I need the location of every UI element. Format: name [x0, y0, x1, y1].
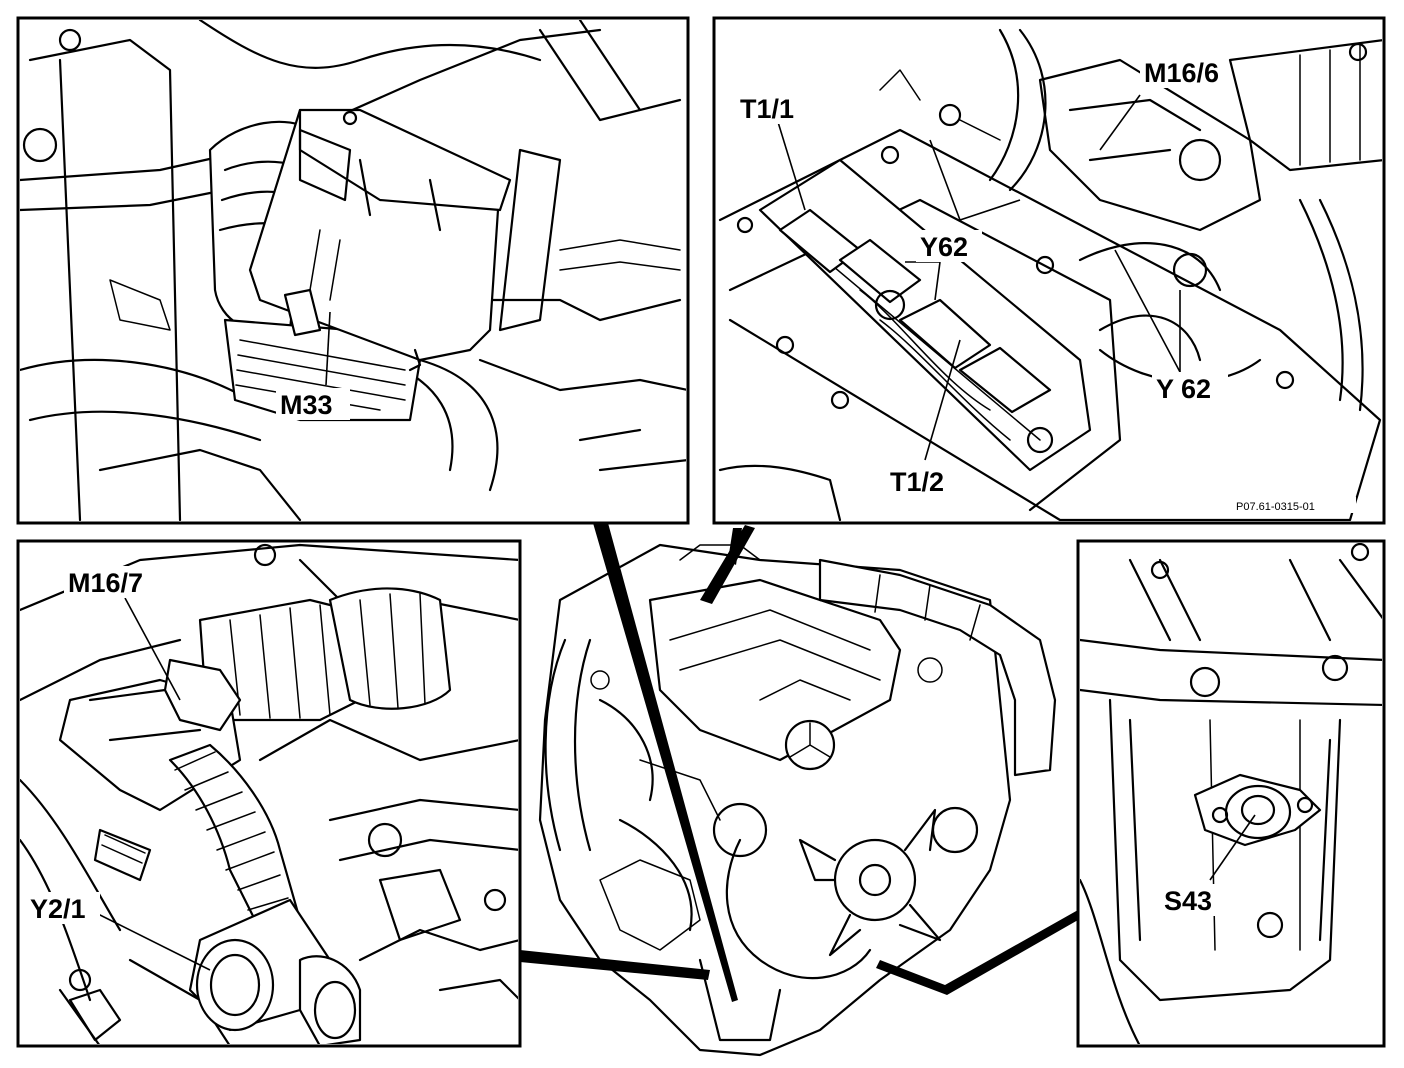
- m16-7-leader-line: [124, 597, 181, 701]
- pointer-to-bottom-left-panel: [520, 950, 710, 980]
- label-m33: M33: [280, 390, 333, 420]
- panel-s43: S43: [1076, 539, 1386, 1048]
- t1-1-leader-line: [777, 121, 806, 211]
- center-engine-overview: [538, 543, 1057, 1057]
- label-s43: S43: [1164, 886, 1212, 916]
- label-y62-lower: Y 62: [1156, 374, 1211, 404]
- s43-leader-line: [1209, 814, 1256, 881]
- panel-m33: M33: [16, 16, 690, 525]
- panel-t1-y62-m16-6: T1/1 M16/6 Y62 Y 62 T1/2 P07.61-0315-01: [712, 16, 1386, 525]
- callout-pointers: [520, 523, 1078, 1002]
- m16-6-leader-line: [1099, 94, 1141, 151]
- figure-code: P07.61-0315-01: [1236, 501, 1315, 513]
- y62-upper-leader-line-b: [959, 199, 1021, 221]
- label-m16-6: M16/6: [1144, 58, 1219, 88]
- t1-2-leader-line: [924, 339, 961, 461]
- pointer-to-top-right-panel-a: [700, 525, 755, 604]
- label-t1-2: T1/2: [890, 467, 944, 497]
- panel-m16-7-y2-1: M16/7 Y2/1: [16, 539, 522, 1048]
- y62-upper-leader-line-d: [934, 261, 941, 301]
- label-t1-1: T1/1: [740, 94, 794, 124]
- y2-1-leader-line: [85, 907, 211, 971]
- m33-leader-line: [325, 311, 331, 386]
- pointer-to-top-right-panel-b: [728, 528, 742, 565]
- label-y2-1: Y2/1: [30, 894, 86, 924]
- label-y62-upper: Y62: [920, 232, 968, 262]
- y62-upper-leader-line-a: [929, 139, 961, 221]
- label-m16-7: M16/7: [68, 568, 143, 598]
- y62-lower-leader-line-a: [1114, 249, 1181, 373]
- pointer-to-top-left-panel: [593, 523, 738, 1002]
